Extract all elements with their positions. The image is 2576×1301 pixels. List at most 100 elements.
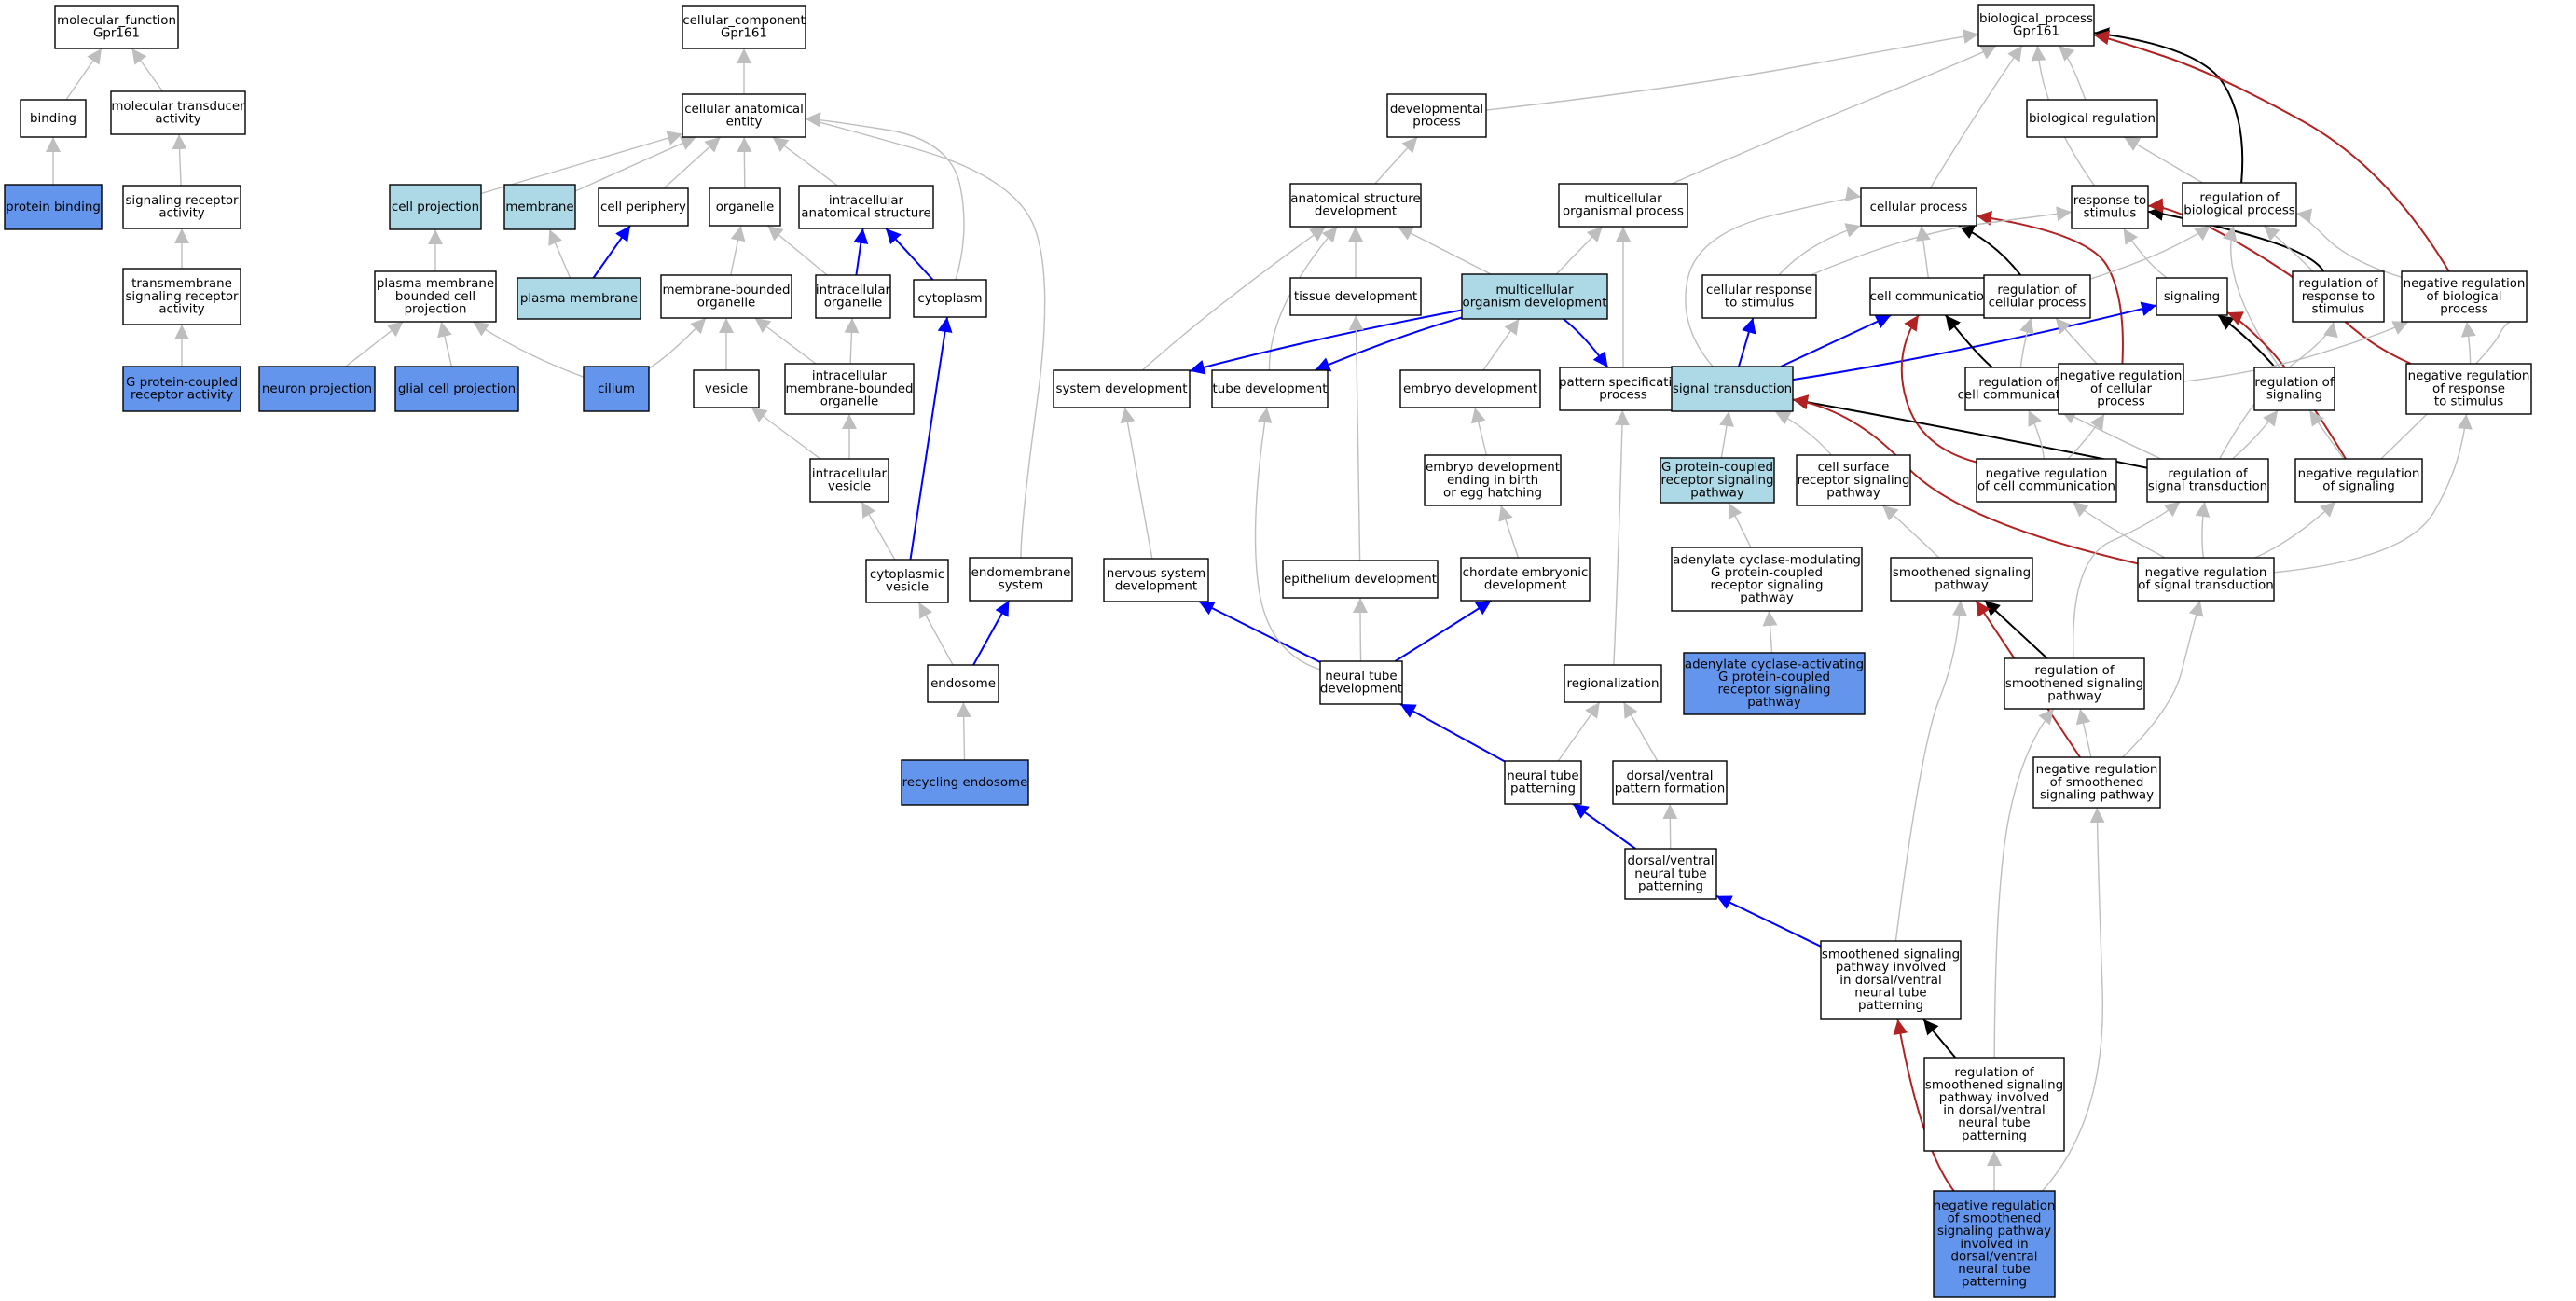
- node-box[interactable]: [389, 184, 482, 230]
- node-box[interactable]: [503, 184, 576, 230]
- node-box[interactable]: [1660, 457, 1775, 504]
- node-box[interactable]: [682, 93, 806, 138]
- node-box[interactable]: [2292, 270, 2385, 323]
- node-box[interactable]: [1319, 660, 1403, 705]
- node-membrane[interactable]: membrane: [503, 184, 576, 230]
- node-tubedev[interactable]: tube development: [1211, 369, 1329, 408]
- node-box[interactable]: [1386, 93, 1487, 138]
- node-box[interactable]: [258, 366, 376, 412]
- node-cellproc[interactable]: cellular process: [1860, 187, 1977, 227]
- node-embdev[interactable]: embryo development: [1399, 369, 1541, 408]
- node-vesicle[interactable]: vesicle: [693, 369, 760, 408]
- node-box[interactable]: [1624, 848, 1717, 900]
- node-cilium[interactable]: cilium: [583, 366, 650, 412]
- node-box[interactable]: [1289, 277, 1422, 316]
- node-box[interactable]: [865, 559, 949, 603]
- node-box[interactable]: [1923, 1057, 2065, 1152]
- node-box[interactable]: [122, 366, 241, 412]
- node-box[interactable]: [1671, 547, 1863, 612]
- node-protbind[interactable]: protein binding: [4, 184, 103, 230]
- node-box[interactable]: [1869, 277, 1992, 316]
- node-box[interactable]: [374, 270, 497, 323]
- node-box[interactable]: [927, 664, 999, 703]
- node-box[interactable]: [2405, 363, 2532, 415]
- node-box[interactable]: [798, 185, 934, 229]
- node-box[interactable]: [1701, 274, 1817, 319]
- node-box[interactable]: [4, 184, 103, 230]
- node-box[interactable]: [784, 363, 915, 415]
- node-cytoplasm[interactable]: cytoplasm: [913, 279, 987, 318]
- node-box[interactable]: [969, 557, 1073, 602]
- node-box[interactable]: [1683, 652, 1866, 715]
- node-box[interactable]: [583, 366, 650, 412]
- node-box[interactable]: [2032, 756, 2161, 809]
- node-box[interactable]: [1977, 4, 2095, 47]
- node-box[interactable]: [2026, 99, 2158, 138]
- node-bioreg[interactable]: biological regulation: [2026, 99, 2158, 138]
- node-box[interactable]: [2401, 270, 2528, 323]
- node-box[interactable]: [2058, 363, 2184, 415]
- node-box[interactable]: [20, 99, 87, 138]
- node-box[interactable]: [110, 90, 246, 135]
- node-box[interactable]: [1211, 369, 1329, 408]
- node-box[interactable]: [2294, 458, 2423, 503]
- node-sysdev[interactable]: system development: [1053, 369, 1191, 408]
- node-box[interactable]: [1564, 664, 1662, 703]
- node-box[interactable]: [1504, 760, 1582, 805]
- node-box[interactable]: [1399, 369, 1541, 408]
- node-box[interactable]: [1558, 183, 1688, 228]
- node-regional[interactable]: regionalization: [1564, 664, 1662, 703]
- node-box[interactable]: [394, 366, 519, 412]
- node-box[interactable]: [122, 268, 241, 325]
- node-box[interactable]: [2004, 657, 2145, 710]
- node-box[interactable]: [1460, 557, 1591, 602]
- node-recendo[interactable]: recycling endosome: [901, 759, 1029, 806]
- node-box[interactable]: [2146, 458, 2269, 503]
- node-box[interactable]: [709, 187, 781, 227]
- node-box[interactable]: [1612, 760, 1728, 805]
- node-cellperiph[interactable]: cell periphery: [598, 187, 689, 227]
- node-signaling[interactable]: signaling: [2156, 277, 2228, 316]
- node-endosome[interactable]: endosome: [927, 664, 999, 703]
- node-box[interactable]: [1890, 557, 2033, 602]
- node-box[interactable]: [1964, 367, 2073, 411]
- node-box[interactable]: [1424, 454, 1562, 506]
- node-box[interactable]: [122, 185, 241, 229]
- node-box[interactable]: [1671, 366, 1794, 412]
